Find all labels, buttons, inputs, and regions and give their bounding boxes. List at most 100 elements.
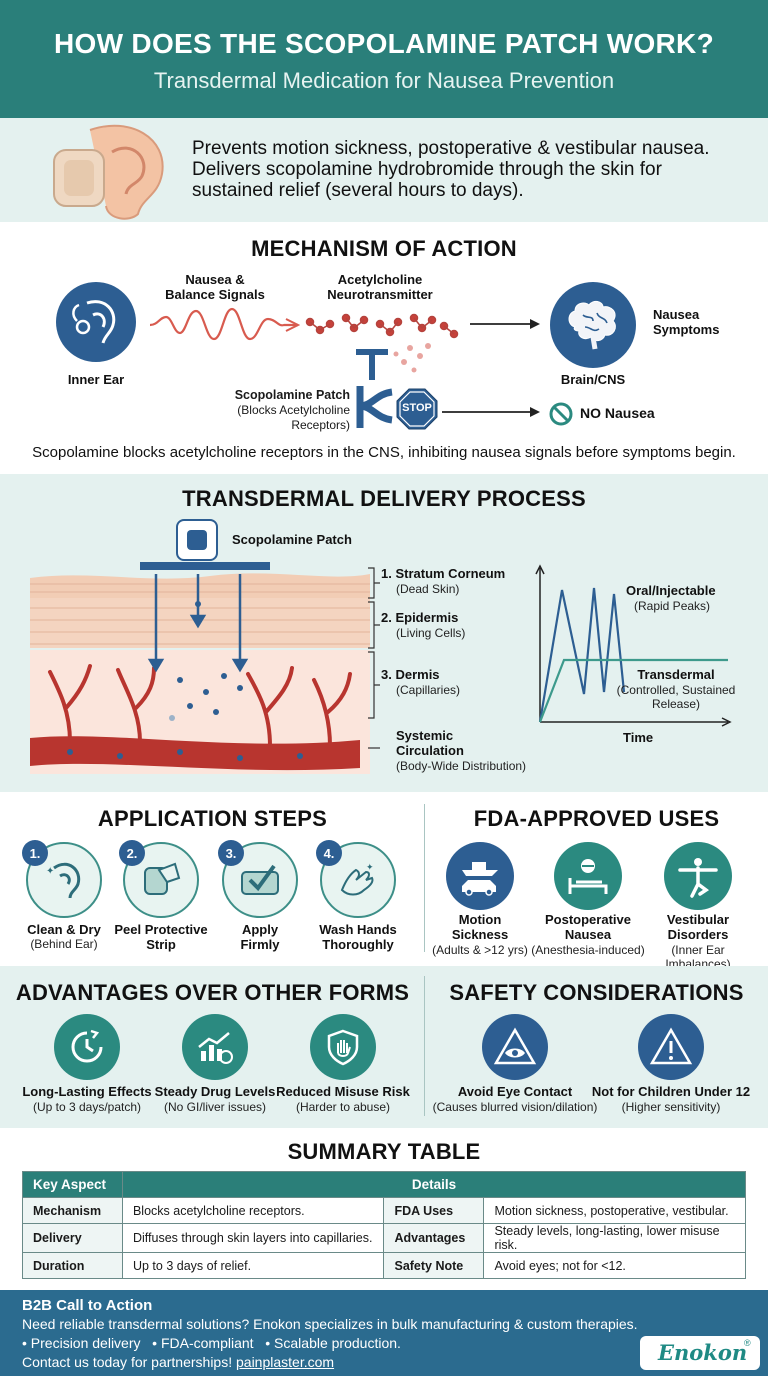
summary-heading: SUMMARY TABLE bbox=[287, 1139, 481, 1164]
fda-use2-title: Postoperative Nausea bbox=[545, 912, 631, 942]
stop-text: STOP bbox=[402, 402, 432, 414]
no-nausea-label: NO Nausea bbox=[580, 405, 655, 421]
safety2-sub: (Higher sensitivity) bbox=[621, 1100, 721, 1114]
table-cell: Motion sickness, postoperative, vestibul… bbox=[483, 1197, 746, 1224]
systemic-title: Systemic Circulation bbox=[396, 728, 464, 758]
step2-title: Peel Protective Strip bbox=[114, 922, 208, 952]
fda-use3-title: Vestibular Disorders bbox=[666, 912, 730, 942]
steady-levels-icon bbox=[182, 1014, 248, 1080]
patch-square-icon bbox=[176, 519, 218, 561]
table-header-key: Key Aspect bbox=[22, 1171, 123, 1198]
postoperative-icon bbox=[554, 842, 622, 910]
graph-x-label: Time bbox=[623, 730, 654, 745]
step1-number: 1. bbox=[22, 840, 48, 866]
section-divider-2 bbox=[424, 976, 425, 1116]
misuse-shield-icon bbox=[310, 1014, 376, 1080]
table-header-row: Key Aspect Details bbox=[22, 1171, 747, 1198]
advantages-heading: ADVANTAGES OVER OTHER FORMS bbox=[15, 980, 410, 1005]
safety1-sub: (Causes blurred vision/dilation) bbox=[432, 1100, 598, 1114]
safety-heading: SAFETY CONSIDERATIONS bbox=[449, 980, 744, 1005]
intro-text: Prevents motion sickness, postoperative … bbox=[192, 138, 710, 201]
brand-reg-mark: ® bbox=[744, 1338, 751, 1348]
page-subtitle: Transdermal Medication for Nausea Preven… bbox=[153, 68, 615, 93]
ear-patch-icon bbox=[53, 124, 164, 220]
nausea-symptoms-label: Nausea Symptoms bbox=[653, 307, 720, 337]
cta-bullet-glyph: • bbox=[22, 1335, 31, 1351]
adv3-title: Reduced Misuse Risk bbox=[276, 1084, 410, 1099]
layer-epidermis-sub: (Living Cells) bbox=[396, 626, 466, 640]
patch-title: Scopolamine Patch bbox=[234, 388, 350, 402]
table-cell-key: Delivery bbox=[22, 1223, 123, 1253]
cta-bullet-3: Scalable production. bbox=[274, 1335, 401, 1351]
mechanism-heading: MECHANISM OF ACTION bbox=[251, 236, 517, 261]
arrow-to-brain-icon bbox=[470, 319, 540, 329]
molecule-icon bbox=[305, 313, 459, 373]
vestibular-icon bbox=[664, 842, 732, 910]
cta-bullet-glyph: • bbox=[257, 1335, 275, 1351]
brain-icon bbox=[550, 282, 636, 368]
fda-use1-sub: (Adults & >12 yrs) bbox=[432, 943, 528, 957]
arrow-to-no-nausea-icon bbox=[442, 407, 540, 417]
brand-logo: Enokon bbox=[658, 1340, 748, 1365]
child-warning-icon bbox=[638, 1014, 704, 1080]
graph-oral-sub: (Rapid Peaks) bbox=[634, 599, 711, 613]
cta-bullet-2: FDA-compliant bbox=[160, 1335, 254, 1351]
delivery-patch-label: Scopolamine Patch bbox=[232, 532, 352, 547]
patch-subtitle: (Blocks Acetylcholine Receptors) bbox=[237, 403, 350, 432]
step3-apply-icon bbox=[222, 842, 298, 918]
page-title: HOW DOES THE SCOPOLAMINE PATCH WORK? bbox=[54, 28, 714, 59]
mechanism-caption: Scopolamine blocks acetylcholine recepto… bbox=[32, 444, 736, 461]
brain-label: Brain/CNS bbox=[560, 372, 626, 387]
fda-heading: FDA-APPROVED USES bbox=[473, 806, 720, 831]
acetylcholine-label: Acetylcholine Neurotransmitter bbox=[327, 272, 433, 302]
table-cell-key: Mechanism bbox=[22, 1197, 123, 1224]
table-cell-key: Safety Note bbox=[383, 1252, 485, 1279]
graph-oral-title: Oral/Injectable bbox=[626, 583, 716, 598]
inner-ear-label: Inner Ear bbox=[67, 372, 125, 387]
summary-table-wrap: Key Aspect Details Mechanism Blocks acet… bbox=[22, 1171, 747, 1279]
systemic-sub: (Body-Wide Distribution) bbox=[396, 759, 527, 773]
step2-number: 2. bbox=[119, 840, 145, 866]
safety2-title: Not for Children Under 12 bbox=[591, 1084, 751, 1099]
table-cell: Steady levels, long-lasting, lower misus… bbox=[483, 1223, 746, 1253]
layer-brackets bbox=[368, 567, 380, 749]
table-cell-key: FDA Uses bbox=[383, 1197, 485, 1224]
cta-bullet-1: Precision delivery bbox=[30, 1335, 141, 1351]
nausea-wave-icon bbox=[150, 307, 300, 341]
header-banner: HOW DOES THE SCOPOLAMINE PATCH WORK? Tra… bbox=[0, 0, 768, 118]
nausea-signals-label: Nausea & Balance Signals bbox=[165, 272, 265, 302]
eye-warning-icon bbox=[482, 1014, 548, 1080]
adv1-title: Long-Lasting Effects bbox=[22, 1084, 152, 1099]
layer-stratum-sub: (Dead Skin) bbox=[396, 582, 460, 596]
step1-sub: (Behind Ear) bbox=[30, 937, 98, 951]
table-cell: Up to 3 days of relief. bbox=[121, 1252, 385, 1279]
cta-bullet-glyph: • bbox=[144, 1335, 161, 1351]
website-link[interactable]: painplaster.com bbox=[236, 1354, 335, 1370]
cta-line1: Need reliable transdermal solutions? Eno… bbox=[22, 1316, 638, 1332]
section-divider bbox=[424, 804, 425, 952]
step3-number: 3. bbox=[218, 840, 244, 866]
table-row: Mechanism Blocks acetylcholine receptors… bbox=[22, 1197, 746, 1224]
step4-title: Wash Hands Thoroughly bbox=[319, 922, 397, 952]
long-lasting-icon bbox=[54, 1014, 120, 1080]
adv1-sub: (Up to 3 days/patch) bbox=[32, 1100, 142, 1114]
graph-trans-title: Transdermal bbox=[637, 667, 715, 682]
adv3-sub: (Harder to abuse) bbox=[295, 1100, 391, 1114]
fda-use2-sub: (Anesthesia-induced) bbox=[531, 943, 645, 957]
skin-cross-section bbox=[30, 562, 370, 774]
delivery-heading: TRANSDERMAL DELIVERY PROCESS bbox=[182, 486, 586, 511]
cta-contact: Contact us today for partnerships! painp… bbox=[22, 1354, 334, 1370]
layer-dermis-sub: (Capillaries) bbox=[396, 683, 461, 697]
layer-epidermis-title: 2. Epidermis bbox=[381, 610, 459, 625]
table-cell-key: Duration bbox=[22, 1252, 123, 1279]
svg-text:✦: ✦ bbox=[46, 866, 54, 877]
step3-title: Apply Firmly bbox=[240, 922, 280, 952]
summary-table: Key Aspect Details Mechanism Blocks acet… bbox=[22, 1171, 747, 1279]
table-cell: Avoid eyes; not for <12. bbox=[483, 1252, 746, 1279]
adv2-title: Steady Drug Levels bbox=[154, 1084, 276, 1099]
release-graph bbox=[535, 564, 732, 727]
step4-number: 4. bbox=[316, 840, 342, 866]
application-heading: APPLICATION STEPS bbox=[97, 806, 328, 831]
table-cell-key: Advantages bbox=[383, 1223, 485, 1253]
inner-ear-icon bbox=[56, 282, 136, 362]
